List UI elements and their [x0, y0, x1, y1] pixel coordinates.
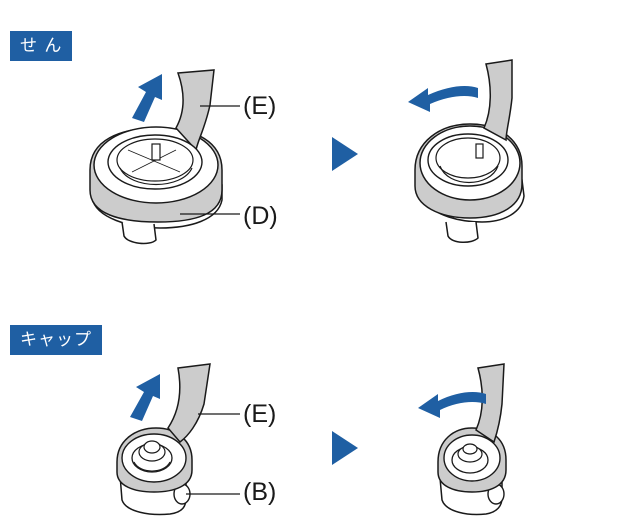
label-wrench-e-bottom: (E)	[243, 400, 277, 428]
label-wrench-e-top: (E)	[243, 92, 277, 120]
next-step-triangle-icon	[332, 137, 358, 171]
illustration-cap-step1	[116, 363, 240, 516]
section-title-sen: せ ん	[10, 31, 73, 61]
arrow-rotate-icon	[418, 392, 486, 418]
illustration-cap-step2	[418, 363, 507, 516]
arrow-rotate-icon	[408, 86, 478, 112]
section-title-cap: キャップ	[10, 325, 102, 355]
label-part-b: (B)	[243, 478, 277, 506]
arrow-lift-icon	[130, 374, 160, 421]
illustration-sen-step1	[89, 69, 240, 245]
arrow-lift-icon	[132, 74, 162, 122]
illustration-sen-step2	[408, 59, 525, 243]
label-part-d: (D)	[243, 202, 278, 230]
next-step-triangle-icon	[332, 431, 358, 465]
